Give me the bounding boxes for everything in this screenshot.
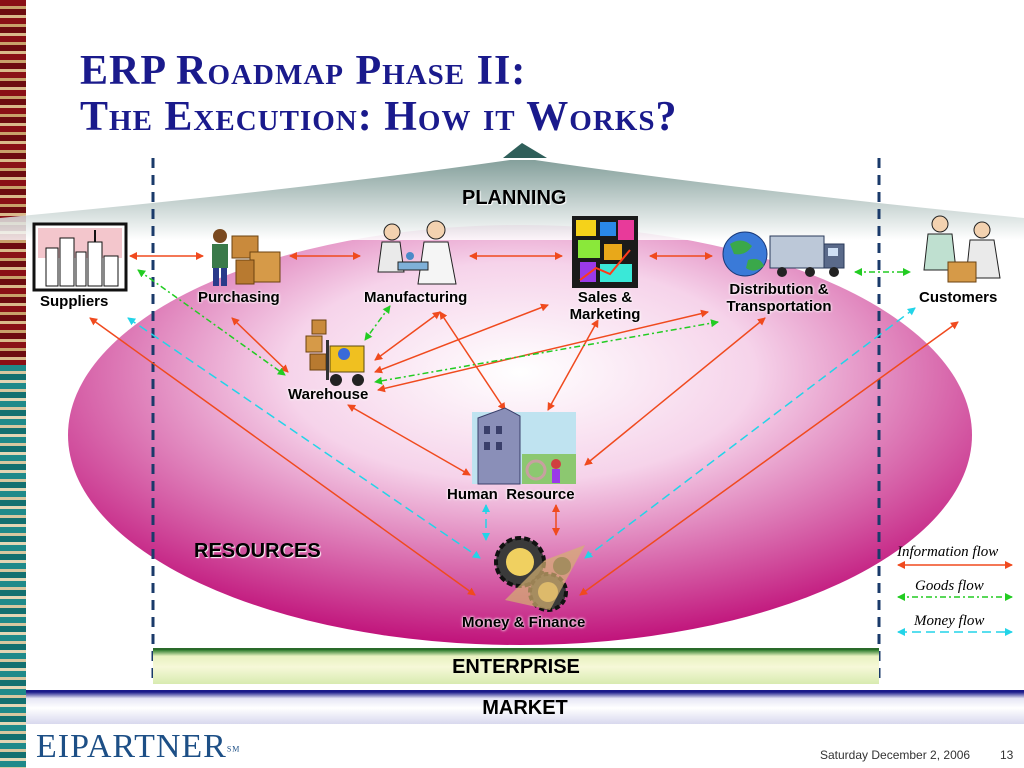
- planning-fan: [0, 160, 1024, 240]
- purchasing-icon: [212, 229, 281, 286]
- resources-label: RESOURCES: [194, 540, 321, 562]
- footer-date: Saturday December 2, 2006: [820, 748, 971, 762]
- decorative-border-red: [0, 0, 26, 365]
- page-number: 13: [1000, 748, 1014, 762]
- money-flows: [127, 307, 916, 559]
- decorative-border-teal: [0, 365, 26, 768]
- legend-money-flow: Money flow: [914, 613, 985, 629]
- money-finance-label: Money & Finance: [462, 614, 586, 631]
- sales-marketing-icon: [572, 216, 638, 288]
- enterprise-bar: ENTERPRISE: [153, 648, 879, 684]
- distribution-line-1: Distribution &: [729, 281, 829, 298]
- human-resource-icon: [472, 407, 576, 485]
- sales-marketing-label: Sales & Marketing: [562, 289, 648, 323]
- market-bar: MARKET: [26, 690, 1024, 724]
- market-label: MARKET: [482, 697, 568, 719]
- planning-arrow-head: [503, 143, 547, 158]
- warehouse-label: Warehouse: [288, 386, 369, 403]
- logo-mark: SM: [226, 744, 241, 754]
- sales-line-1: Sales &: [577, 289, 633, 306]
- distribution-line-2: Transportation: [726, 298, 832, 315]
- human-resource-label: Human Resource: [447, 486, 575, 503]
- suppliers-icon: [32, 222, 128, 292]
- legend-information-flow: Information flow: [897, 544, 999, 560]
- company-logo: EIPARTNERSM: [36, 728, 240, 766]
- logo-text: EIPARTNER: [36, 728, 227, 765]
- warehouse-icon: [305, 319, 365, 386]
- customers-label: Customers: [919, 289, 998, 306]
- hr-word-2: Resource: [506, 486, 575, 503]
- customers-icon: [923, 215, 1001, 283]
- hr-word-1: Human: [447, 486, 498, 503]
- planning-label: PLANNING: [462, 187, 567, 209]
- title-line-1: ERP Roadmap Phase II:: [80, 48, 527, 94]
- page-title: ERP Roadmap Phase II: The Execution: How…: [80, 48, 678, 140]
- purchasing-label: Purchasing: [198, 289, 280, 306]
- legend-goods-flow: Goods flow: [915, 578, 984, 594]
- money-finance-icon: [494, 536, 585, 612]
- distribution-label: Distribution & Transportation: [712, 281, 846, 315]
- manufacturing-icon: [377, 220, 457, 285]
- sales-line-2: Marketing: [569, 306, 641, 323]
- distribution-icon: [722, 231, 845, 277]
- title-line-2: The Execution: How it Works?: [80, 94, 678, 140]
- manufacturing-label: Manufacturing: [364, 289, 468, 306]
- enterprise-label: ENTERPRISE: [452, 656, 580, 678]
- suppliers-label: Suppliers: [40, 293, 109, 310]
